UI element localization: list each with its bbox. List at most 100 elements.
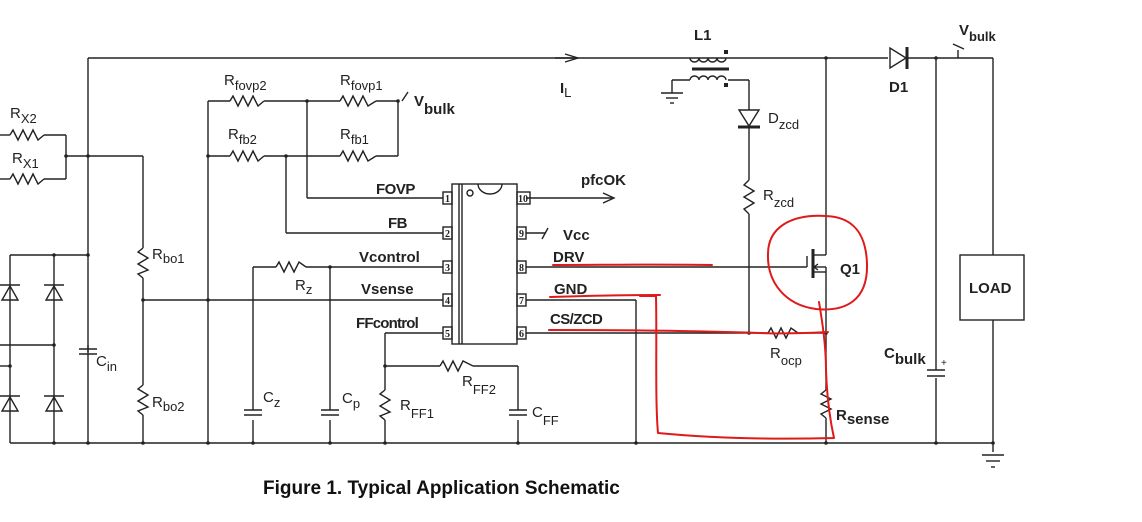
resistor-rbo1 (136, 247, 150, 279)
label-rfovp2: Rfovp2 (224, 72, 267, 93)
controller-ic (451, 183, 518, 345)
current-arrow-icon (555, 53, 581, 63)
resistor-rfb2 (229, 149, 265, 163)
capacitor-cp (321, 409, 339, 416)
pin-number: 10 (518, 194, 528, 205)
resistor-rz (275, 260, 307, 274)
svg-text:Rfovp1: Rfovp1 (340, 72, 383, 93)
svg-text:Vbulk: Vbulk (959, 22, 997, 44)
ground-icon (982, 454, 1004, 468)
svg-text:Cin: Cin (96, 353, 117, 374)
svg-text:Rzcd: Rzcd (763, 187, 794, 210)
load-label: LOAD (969, 280, 1012, 297)
label-cp: Cp (342, 390, 360, 411)
capacitor-cz (244, 409, 262, 416)
label-rbo2: Rbo2 (152, 394, 185, 414)
capacitor-cbulk: + (927, 358, 947, 377)
pin-label-fb: FB (388, 215, 408, 232)
pin-number: 3 (445, 263, 450, 274)
label-l1: L1 (694, 27, 712, 44)
annotation-loop (639, 295, 835, 440)
diode-dzcd (737, 109, 761, 129)
pin-number: 6 (519, 329, 524, 340)
pin-number: 4 (445, 296, 450, 307)
inductor-l1 (689, 50, 729, 87)
ic-pin-boxes (442, 191, 531, 340)
pin-label-vcc: Vcc (563, 227, 590, 244)
resistor-rocp (767, 326, 799, 340)
resistor-rfovp1 (339, 94, 377, 108)
resistor-rx1 (9, 172, 45, 186)
pin-number: 5 (445, 329, 450, 340)
svg-text:Cbulk: Cbulk (884, 345, 926, 368)
label-rx2: RX2 (10, 105, 37, 126)
vbulk-terminal-icon (401, 91, 409, 102)
junction-dots (8, 56, 995, 445)
label-cbulk: Cbulk (884, 345, 926, 368)
svg-text:Rbo2: Rbo2 (152, 394, 185, 414)
resistor-rfovp2 (229, 94, 265, 108)
label-rz: Rz (295, 277, 312, 297)
svg-text:Cz: Cz (263, 389, 280, 410)
load-block (959, 254, 1025, 321)
svg-text:+: + (941, 358, 947, 369)
svg-text:Dzcd: Dzcd (768, 110, 799, 132)
pin-label-drv: DRV (553, 249, 584, 266)
svg-text:RX2: RX2 (10, 105, 37, 126)
label-rzcd: Rzcd (763, 187, 794, 210)
pin-number: 9 (519, 229, 524, 240)
svg-text:IL: IL (560, 80, 571, 100)
resistor-rfb1 (339, 149, 377, 163)
label-rff1: RFF1 (400, 397, 434, 421)
pin-label-fovp: FOVP (376, 181, 415, 198)
label-rx1: RX1 (12, 150, 39, 171)
label-il: IL (560, 80, 571, 100)
pin-number: 2 (445, 229, 450, 240)
svg-text:Cp: Cp (342, 390, 360, 411)
svg-text:Rbo1: Rbo1 (152, 246, 185, 266)
resistor-rff1 (378, 389, 392, 421)
svg-text:Rfovp2: Rfovp2 (224, 72, 267, 93)
label-vbulk-right: Vbulk (959, 22, 997, 44)
resistor-rx2 (9, 128, 45, 142)
svg-text:Rocp: Rocp (770, 345, 802, 368)
label-rfb2: Rfb2 (228, 126, 257, 147)
label-cff: CFF (532, 404, 559, 428)
mosfet-q1 (805, 249, 827, 290)
label-d1: D1 (889, 79, 908, 96)
label-vbulk-top: Vbulk (414, 93, 456, 118)
svg-text:Rfb1: Rfb1 (340, 126, 369, 147)
pin-number: 7 (519, 296, 524, 307)
capacitor-cff (509, 409, 527, 416)
label-rfb1: Rfb1 (340, 126, 369, 147)
label-q1: Q1 (840, 261, 860, 278)
label-cz: Cz (263, 389, 280, 410)
svg-text:CFF: CFF (532, 404, 559, 428)
annotation-underline-cs (548, 329, 829, 335)
label-rsense: Rsense (836, 407, 889, 428)
ground-icon (661, 92, 683, 104)
label-dzcd: Dzcd (768, 110, 799, 132)
svg-text:RFF2: RFF2 (462, 373, 496, 397)
pin-label-ffcontrol: FFcontrol (356, 315, 419, 332)
bridge-rectifier (0, 284, 64, 412)
resistor-rff2 (439, 359, 474, 373)
svg-text:Vbulk: Vbulk (414, 93, 456, 118)
label-rocp: Rocp (770, 345, 802, 368)
vcc-terminal-icon (541, 227, 549, 240)
svg-text:Rfb2: Rfb2 (228, 126, 257, 147)
figure-caption: Figure 1. Typical Application Schematic (263, 478, 620, 499)
red-annotations (548, 214, 869, 440)
pin-label-gnd: GND (554, 281, 588, 298)
wires (0, 57, 994, 452)
label-rbo1: Rbo1 (152, 246, 185, 266)
pin-label-vcontrol: Vcontrol (359, 249, 420, 266)
label-rfovp1: Rfovp1 (340, 72, 383, 93)
svg-text:RFF1: RFF1 (400, 397, 434, 421)
capacitor-cin (79, 345, 97, 355)
pin-number: 8 (519, 263, 524, 274)
resistor-rsense (819, 389, 833, 419)
pin-label-vsense: Vsense (361, 281, 414, 298)
resistor-rzcd (742, 179, 756, 215)
